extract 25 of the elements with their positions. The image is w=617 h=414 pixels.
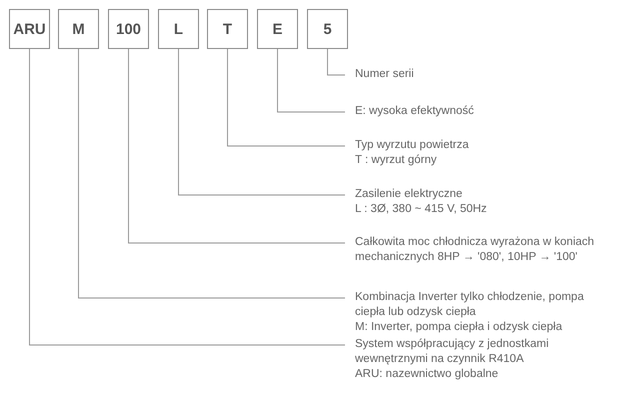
leader-line: [277, 48, 346, 112]
description-text: System współpracujący z jednostkami wewnętrznymi na czynnik R410A: [355, 337, 550, 367]
description-text: E: wysoka efektywność: [355, 104, 475, 119]
description-text: Typ wyrzutu powietrza: [355, 138, 470, 153]
leader-line: [29, 48, 346, 346]
code-box: 100: [108, 9, 149, 49]
leader-line: [227, 48, 346, 146]
description-text: T : wyrzut górny: [355, 153, 438, 168]
leader-line: [327, 48, 346, 76]
description-text: M: Inverter, pompa ciepła i odzysk ciepła: [355, 320, 564, 335]
description-text: Całkowita moc chłodnicza wyrażona w koniach mechanicznych 8HP → '080', 10HP → '100': [355, 235, 596, 265]
code-box: T: [207, 9, 248, 49]
description-text: Kombinacja Inverter tylko chłodzenie, pompa ciepła lub odzysk ciepła: [355, 290, 585, 320]
leader-line: [128, 48, 346, 244]
description-text: ARU: nazewnictwo globalne: [355, 367, 500, 382]
code-box: M: [58, 9, 99, 49]
leader-line: [178, 48, 346, 196]
description-text: Numer serii: [355, 67, 415, 82]
description-text: L : 3Ø, 380 ~ 415 V, 50Hz: [355, 202, 488, 217]
code-box: 5: [307, 9, 348, 49]
description-text: Zasilenie elektryczne: [355, 187, 464, 202]
code-box: L: [158, 9, 199, 49]
leader-line: [78, 48, 346, 298]
code-box: E: [257, 9, 298, 49]
code-box: ARU: [9, 9, 50, 49]
